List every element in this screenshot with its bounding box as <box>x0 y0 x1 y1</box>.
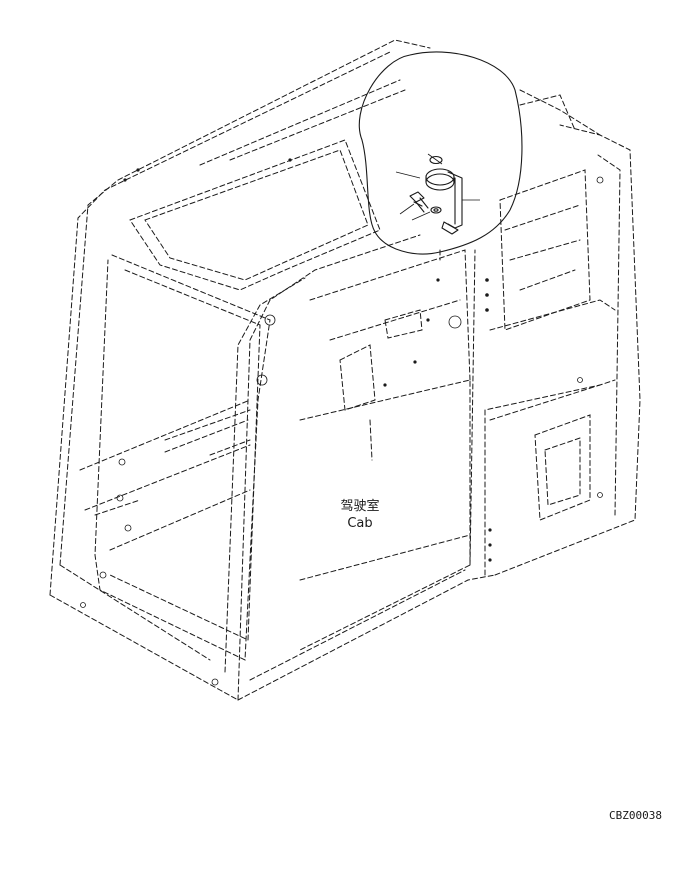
door-opening <box>299 249 471 651</box>
figure-code: CBZ00038 <box>609 809 662 822</box>
frame-members <box>94 409 471 581</box>
rear-panel <box>489 94 616 521</box>
detail-bubble <box>358 51 523 255</box>
front-window <box>79 254 271 661</box>
clamp-part <box>425 168 480 235</box>
cab-frame-outline <box>49 39 641 701</box>
cab-label-english: Cab <box>347 516 372 531</box>
cab-label-chinese: 驾驶室 <box>340 498 379 514</box>
bolt-part <box>399 191 442 215</box>
leader-lines <box>395 171 431 221</box>
frame-holes <box>80 158 604 686</box>
washer-part <box>427 153 443 165</box>
